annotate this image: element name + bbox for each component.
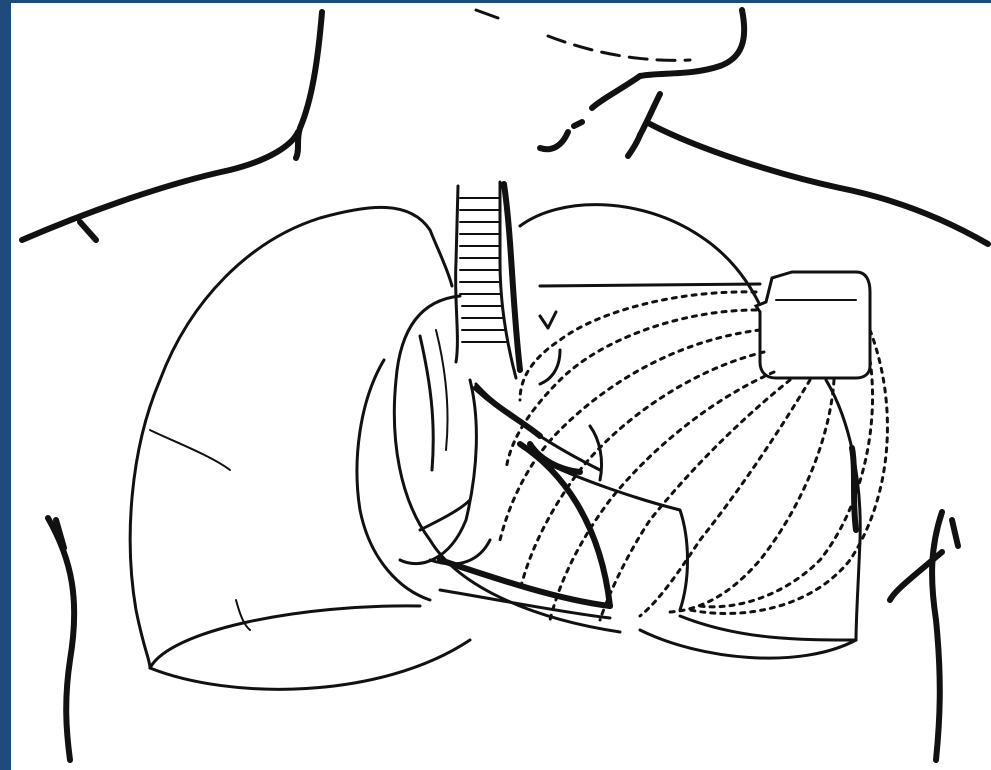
heart [357,296,688,632]
right-lung [130,207,470,689]
pacemaker-device [756,272,870,378]
trachea [456,182,520,378]
